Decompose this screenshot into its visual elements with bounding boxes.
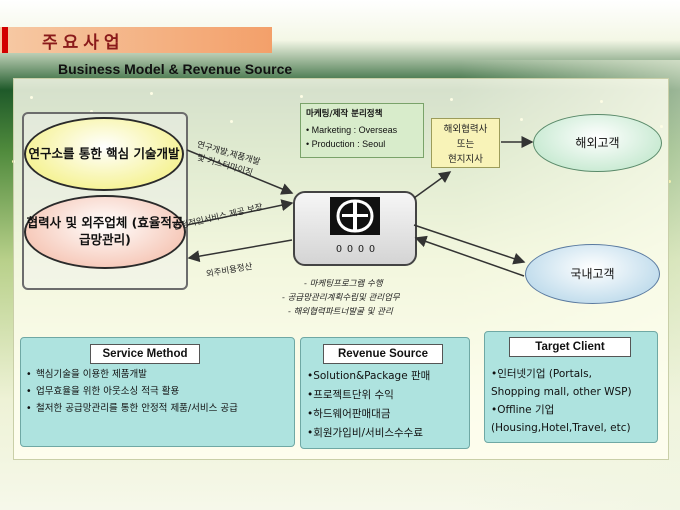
list-item: •하드웨어판매대금 — [307, 408, 391, 420]
overseas-partner-line: 해외협력사 — [443, 124, 488, 135]
domestic-customer-node: 국내고객 — [525, 244, 660, 304]
core-activities: - 마케팅프로그램 수행 - 공급망관리계획수립및 관리업무 - 해외협력파트너… — [282, 277, 400, 319]
arrow-core-to-partners — [187, 239, 293, 263]
revenue-source-title: Revenue Source — [323, 344, 443, 364]
target-client-card: Target Client •인터넷기업 (Portals, Shopping … — [484, 331, 658, 443]
list-item: •핵심기술을 이용한 제품개발 — [26, 369, 147, 380]
service-method-list: •핵심기술을 이용한 제품개발 •업무효율을 위한 아웃소싱 적극 활용 •철저… — [26, 366, 288, 417]
arrow-core-to-overseas-partner — [413, 171, 452, 199]
overseas-partner-line: 현지지사 — [448, 154, 483, 165]
overseas-partner-line: 또는 — [456, 139, 475, 150]
core-activity: - 공급망관리계획수립및 관리업무 — [282, 293, 400, 303]
revenue-source-list: •Solution&Package 판매 •프로젝트단위 수익 •하드웨어판매대… — [307, 367, 430, 443]
service-method-card: Service Method •핵심기술을 이용한 제품개발 •업무효율을 위한… — [20, 337, 295, 447]
marketing-policy-box: 마케팅/제작 분리정책 • Marketing : Overseas • Pro… — [300, 103, 424, 158]
title-accent — [2, 27, 8, 53]
list-item: •Solution&Package 판매 — [307, 370, 431, 382]
overseas-partner-box: 해외협력사 또는 현지지사 — [431, 118, 500, 168]
target-client-list: •인터넷기업 (Portals, Shopping mall, other WS… — [491, 365, 632, 437]
company-circles: OOOO — [335, 244, 381, 255]
partners-node: 협력사 및 외주업체 (효율적공급망관리) — [24, 195, 186, 269]
list-item: •회원가입비/서비스수수료 — [307, 427, 423, 439]
page-title: 주요사업 — [42, 33, 125, 53]
target-client-title: Target Client — [509, 337, 631, 357]
service-method-title: Service Method — [90, 344, 200, 364]
arrow-domestic-to-core — [414, 235, 525, 277]
list-item: •Offline 기업 — [491, 404, 555, 416]
list-item: •업무효율을 위한 아웃소싱 적극 활용 — [26, 386, 180, 397]
title-bar — [0, 27, 272, 53]
arrow-core-to-domestic — [413, 224, 526, 265]
core-activity: - 마케팅프로그램 수행 — [304, 279, 383, 289]
arrow-partners-to-core — [186, 199, 294, 226]
list-item: •프로젝트단위 수익 — [307, 389, 394, 401]
list-item: •인터넷기업 (Portals, — [491, 368, 592, 380]
production-item: • Production : Seoul — [306, 139, 386, 149]
research-node: 연구소를 통한 핵심 기술개발 — [24, 117, 184, 191]
page-subtitle: Business Model & Revenue Source — [58, 61, 293, 77]
company-logo-icon — [330, 197, 380, 235]
list-item: (Housing,Hotel,Travel, etc) — [491, 422, 631, 434]
core-activity: - 해외협력파트너발굴 및 관리 — [288, 307, 393, 317]
arrow-research-to-core — [186, 149, 294, 195]
revenue-source-card: Revenue Source •Solution&Package 판매 •프로젝… — [300, 337, 470, 449]
marketing-policy-title: 마케팅/제작 분리정책 — [306, 109, 383, 119]
list-item: •철저한 공급망관리를 통한 안정적 제품/서비스 공급 — [26, 403, 238, 414]
list-item: Shopping mall, other WSP) — [491, 386, 632, 398]
overseas-customer-node: 해외고객 — [533, 114, 662, 172]
marketing-item: • Marketing : Overseas — [306, 125, 398, 135]
